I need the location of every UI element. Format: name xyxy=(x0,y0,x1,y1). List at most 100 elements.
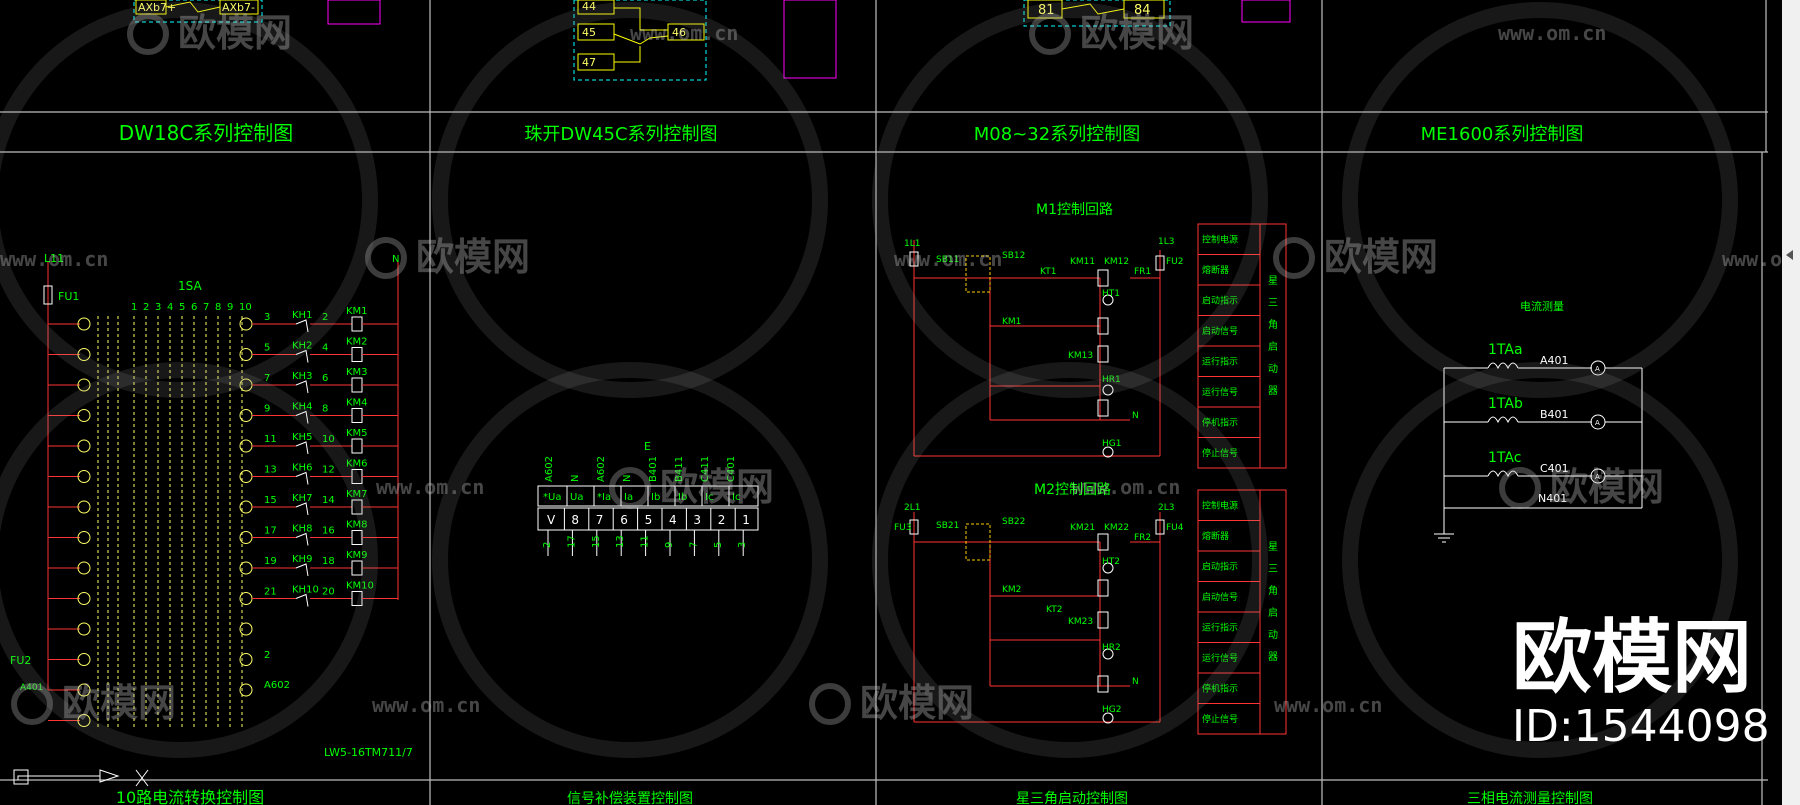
sa-label: 1SA xyxy=(178,279,202,293)
terminal-top-label: C401 xyxy=(726,456,737,482)
switch-left-contact xyxy=(77,714,91,727)
m2-n: N xyxy=(1132,677,1139,687)
stamp-brand: 欧模网 xyxy=(1512,611,1752,704)
watermark-brand: 欧模网 xyxy=(1550,465,1664,509)
m1-components: 1L1 1L3 FU2 SB11 SB12 KM11 KM12 FR1 KT1 … xyxy=(904,237,1184,458)
ct-line-label: B401 xyxy=(1540,408,1569,421)
switch-row-left-num: 3 xyxy=(264,312,270,323)
l11-label: L11 xyxy=(44,252,64,265)
stamp-id: ID:1544098 xyxy=(1512,701,1770,752)
panel-title-dw45c: 珠开DW45C系列控制图 xyxy=(524,124,717,145)
terminal-bottom-label: 17 xyxy=(566,535,577,548)
sa-position-label: 9 xyxy=(227,302,233,313)
m2-title: M2控制回路 xyxy=(1034,482,1111,498)
terminal-bottom-label: 3 xyxy=(737,542,748,548)
switch-right-contact xyxy=(239,653,253,666)
legend-table-row: 停机指示 xyxy=(1202,416,1238,428)
terminal-bottom-label: 2 xyxy=(542,542,553,548)
sa-position-label: 4 xyxy=(167,302,173,313)
terminal-e-label: E xyxy=(644,440,651,453)
switch-right-contact xyxy=(239,409,253,422)
switch-left-contact xyxy=(77,439,91,453)
m2-fu3: FU3 xyxy=(894,523,912,533)
switch-row-coil xyxy=(351,347,363,362)
switch-row-coil xyxy=(351,438,363,454)
extra-2-label: 2 xyxy=(264,650,270,661)
switch-row-contact xyxy=(295,380,309,394)
legend-table-row: 停止信号 xyxy=(1202,713,1238,725)
top-label-81: 81 xyxy=(1038,3,1055,18)
switch-row-mid-num: 12 xyxy=(322,465,335,476)
watermark-logo-icon xyxy=(365,237,407,279)
watermark-ring xyxy=(432,362,828,758)
panel-titles-top: DW18C系列控制图 珠开DW45C系列控制图 M08~32系列控制图 ME16… xyxy=(119,121,1584,145)
legend-table-row: 运行信号 xyxy=(1202,652,1238,664)
sa-position-label: 1 xyxy=(131,302,137,313)
axb-right-label: AXb7- xyxy=(222,1,255,14)
m2-km2: KM2 xyxy=(1002,585,1021,595)
legend-table-row: 运行指示 xyxy=(1202,355,1238,367)
vertical-scrollbar[interactable] xyxy=(1782,0,1800,805)
switch-row-km: KM4 xyxy=(346,398,368,409)
switch-row-contact xyxy=(295,471,309,485)
watermark-brand: 欧模网 xyxy=(860,681,974,725)
switch-row-kh: KH10 xyxy=(292,585,319,596)
watermark-ring xyxy=(872,362,1268,758)
terminal-top-label: A602 xyxy=(544,456,555,482)
m2-l1: 2L1 xyxy=(904,503,920,513)
switch-row-km: KM3 xyxy=(346,367,368,378)
switch-row-mid-num: 6 xyxy=(322,373,328,384)
switch-row-kh: KH3 xyxy=(292,371,312,382)
terminal-top-label: B401 xyxy=(648,456,659,482)
sa-position-label: 6 xyxy=(191,302,197,313)
terminal-upper-cell: Ib xyxy=(678,492,687,503)
switch-row-contact xyxy=(295,319,309,333)
legend-table-row: 运行信号 xyxy=(1202,386,1238,398)
switch-row-kh: KH6 xyxy=(292,463,312,474)
switch-left-contact xyxy=(77,409,91,422)
switch-row-contact xyxy=(295,593,309,607)
m1-title: M1控制回路 xyxy=(1036,202,1113,218)
terminal-lower-cell: 6 xyxy=(620,513,628,527)
terminal-upper-cell: *Ua xyxy=(543,492,561,503)
switch-row-km: KM1 xyxy=(346,306,368,317)
legend-table-row: 启动信号 xyxy=(1202,325,1238,337)
panel-title-dw18c: DW18C系列控制图 xyxy=(119,121,294,145)
ct-label: 1TAa xyxy=(1488,342,1523,358)
terminal-top-label: N xyxy=(570,475,581,482)
switch-right-contact xyxy=(239,683,253,697)
switch-model-label: LW5-16TM711/7 xyxy=(324,746,413,759)
switch-row-coil xyxy=(351,377,363,393)
watermark-brand: 欧模网 xyxy=(178,11,292,55)
switch-row-left-num: 13 xyxy=(264,465,277,476)
switch-row-km: KM9 xyxy=(346,550,368,561)
watermark-url: www.om.cn xyxy=(0,247,108,271)
switch-left-contact xyxy=(77,378,91,392)
terminal-lower-cell: 8 xyxy=(571,513,579,527)
ct-coil-icon xyxy=(1487,416,1519,424)
top-label-44: 44 xyxy=(582,0,596,13)
m2-km21: KM21 xyxy=(1070,523,1095,533)
watermark-logo-icon xyxy=(1499,467,1541,509)
switch-row-contact xyxy=(295,502,309,516)
ammeter-letter: A xyxy=(1595,365,1600,373)
sa-position-label: 3 xyxy=(155,302,161,313)
panel-title-signal-compensation: 信号补偿装置控制图 xyxy=(567,791,693,805)
terminal-lower-cell: 1 xyxy=(742,513,750,527)
switch-row-mid-num: 20 xyxy=(322,587,335,598)
ct-label: 1TAc xyxy=(1488,450,1521,466)
switch-row-coil xyxy=(351,408,363,423)
panel-title-current-switch: 10路电流转换控制图 xyxy=(116,788,264,805)
watermark-logo-icon xyxy=(809,683,851,725)
terminal-lower-cell: 3 xyxy=(693,513,701,527)
scroll-arrow-icon[interactable] xyxy=(1786,250,1793,260)
id-stamp: 欧模网 ID:1544098 xyxy=(1512,615,1770,753)
